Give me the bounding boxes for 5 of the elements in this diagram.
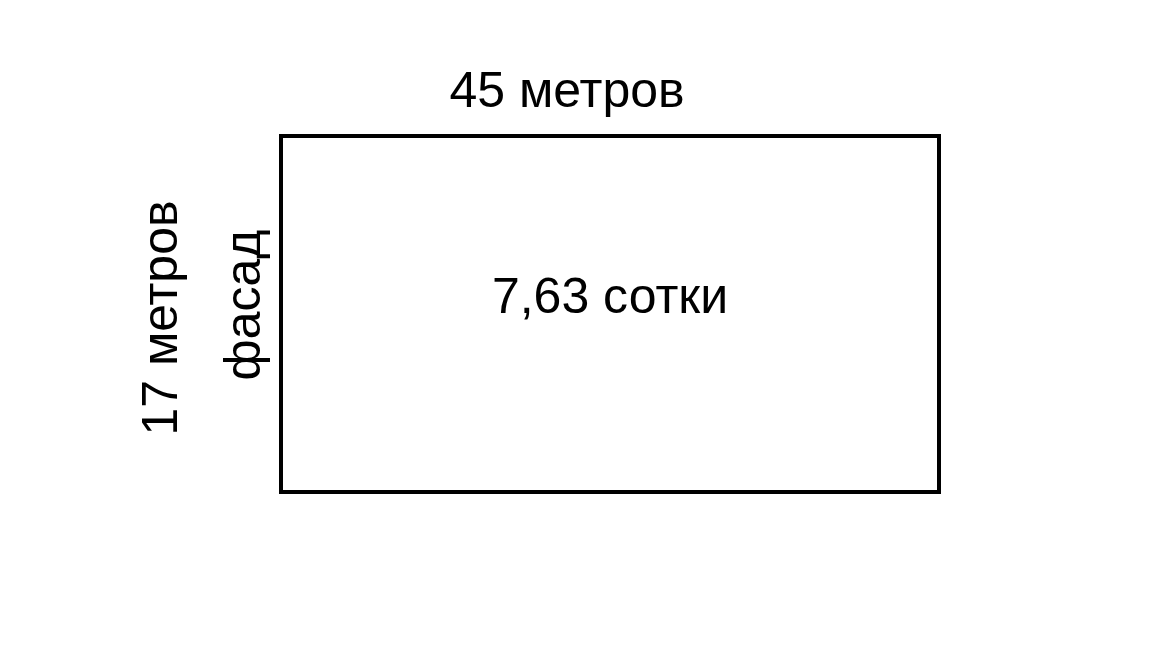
dimension-label: 45 метров <box>449 62 685 118</box>
area-label: 7,63 сотки <box>491 268 729 324</box>
land-plot-rectangle <box>279 134 941 494</box>
dimension-label: 17 метров <box>132 200 188 436</box>
side-label: фасад <box>215 229 271 381</box>
